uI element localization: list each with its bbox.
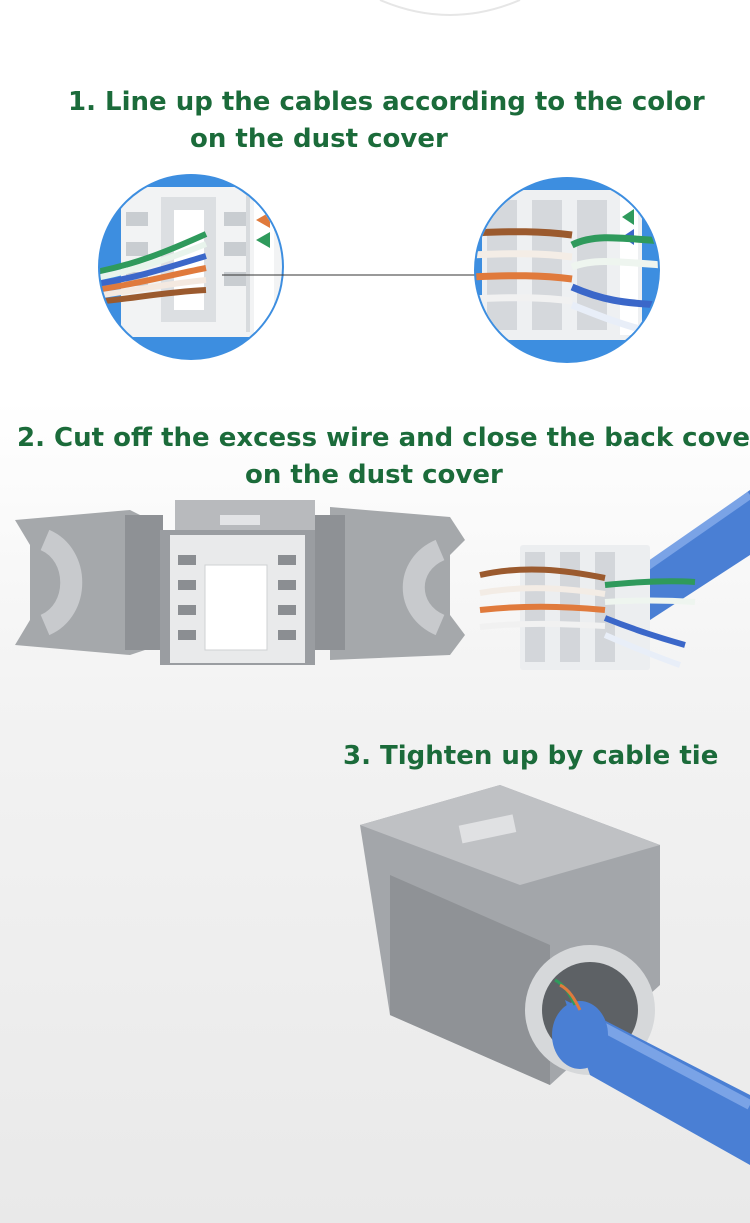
left-circle-illustration xyxy=(98,174,284,360)
keystone-module-open xyxy=(15,500,465,665)
wired-module-with-cable xyxy=(479,490,750,670)
step-2-line-2: on the dust cover xyxy=(245,460,503,490)
step-3-line-1: 3. Tighten up by cable tie xyxy=(343,741,719,771)
top-decor-arc xyxy=(379,0,521,16)
step-1-line-2: on the dust cover xyxy=(190,124,448,154)
right-circle-illustration xyxy=(474,177,660,363)
zoom-connector-line xyxy=(222,274,480,276)
closed-module-with-cable xyxy=(360,785,750,1165)
step-2-line-1: 2. Cut off the excess wire and close the… xyxy=(17,423,750,453)
step-1-line-1: 1. Line up the cables according to the c… xyxy=(68,87,705,117)
